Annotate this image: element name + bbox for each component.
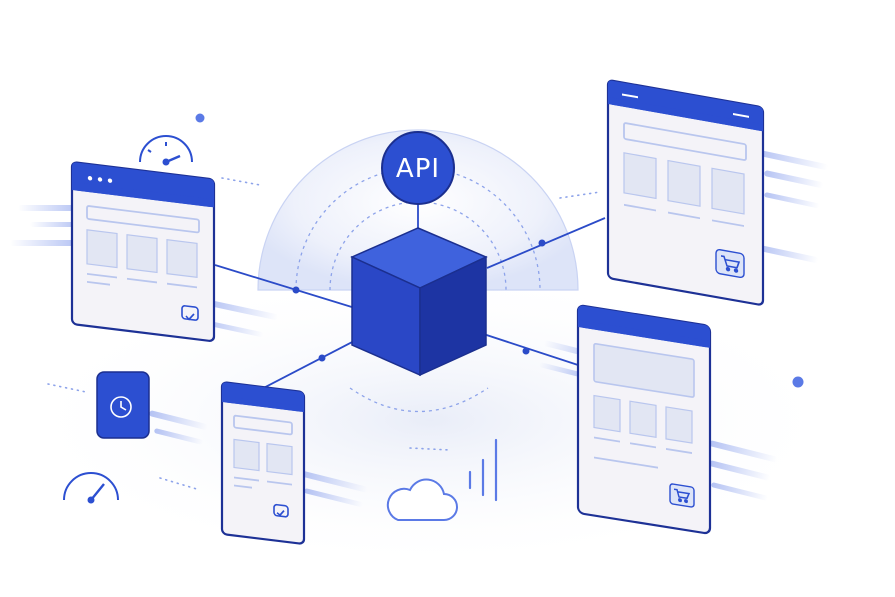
mobile-window[interactable] (220, 381, 306, 545)
connector-nodes (292, 239, 546, 362)
cart-button[interactable] (669, 483, 695, 508)
clock-tile (96, 371, 150, 439)
clock-icon (110, 396, 132, 418)
decorative-dotted-lines (47, 177, 601, 491)
decorative-dots (195, 113, 804, 388)
browser-window-top-right[interactable] (606, 79, 765, 306)
browser-window-left[interactable] (70, 161, 216, 342)
api-label: API (396, 154, 440, 184)
api-badge: API (381, 131, 455, 205)
shopping-cart-icon (674, 488, 691, 504)
signal-bars-icon (468, 438, 498, 502)
touch-icon (181, 305, 199, 321)
cart-button[interactable] (715, 248, 745, 279)
api-cube (350, 227, 488, 377)
speedometer-icon (139, 135, 193, 166)
cloud-icon (386, 478, 458, 521)
speedometer-icon (63, 472, 119, 504)
touch-icon (273, 503, 289, 518)
motion-streaks (10, 150, 828, 507)
tablet-window-bottom-right[interactable] (576, 304, 712, 535)
shopping-cart-icon (721, 255, 741, 273)
